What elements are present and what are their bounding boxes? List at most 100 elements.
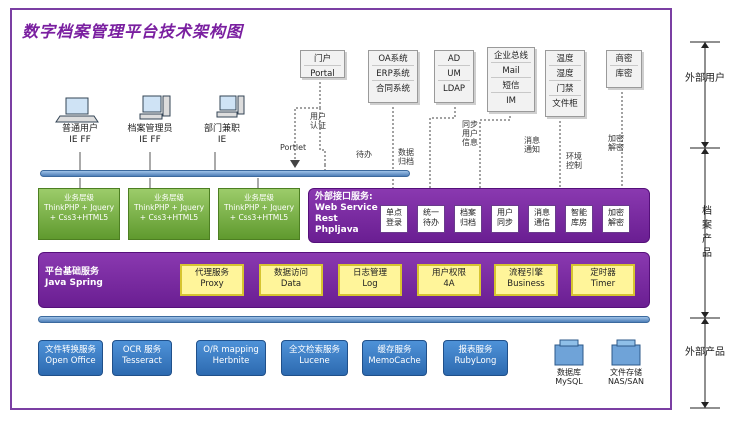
infra-ocr: OCR 服务 Tesseract <box>112 340 172 376</box>
svc-auth: 用户权限 4A <box>417 264 481 296</box>
storage-cn: 数据库 <box>557 368 581 377</box>
storage-cn: 文件存储 <box>610 368 642 377</box>
ext-item-line: 档案 <box>460 208 476 217</box>
client-browser: IE <box>217 135 227 145</box>
ext-item-line: 同步 <box>497 218 513 227</box>
ext-interface-line: Web Service <box>315 203 378 213</box>
side-label-external-users: 外部用户 <box>685 73 725 84</box>
ext-line: LDAP <box>442 84 466 94</box>
infra-cn: OCR 服务 <box>122 345 162 355</box>
infra-en: Open Office <box>45 356 96 366</box>
infra-orm: O/R mapping Herbnite <box>196 340 266 376</box>
ext-item-line: 登录 <box>386 218 402 227</box>
ann-line: 信息 <box>462 138 478 147</box>
app-layer-title: 业务层级 <box>154 193 184 202</box>
ext-oa-erp: OA系统 ERP系统 合同系统 <box>368 50 418 103</box>
ext-item-line: 库房 <box>571 218 587 227</box>
ext-item-line: 加密 <box>608 208 624 217</box>
app-layer-line: ThinkPHP + Jquery <box>223 203 295 212</box>
svc-en: Business <box>507 279 545 289</box>
computer-icons <box>55 95 245 123</box>
client-dept-part-time: 部门兼职 IE <box>196 124 248 146</box>
ext-line: 门禁 <box>549 83 581 96</box>
ann-msg-notify: 消息 通知 <box>524 136 540 154</box>
ext-line: ERP系统 <box>372 68 414 81</box>
infra-report: 报表服务 RubyLong <box>443 340 508 376</box>
ann-data-archive: 数据 归档 <box>398 148 414 166</box>
svc-log: 日志管理 Log <box>338 264 402 296</box>
storage-en: NAS/SAN <box>608 377 644 386</box>
ext-bus: 企业总线 Mail 短信 IM <box>487 47 535 112</box>
ann-line: 数据 <box>398 148 414 157</box>
ann-line: 解密 <box>608 143 624 152</box>
ext-interface-line: Phpljava <box>315 225 359 235</box>
ann-line: 用户 <box>310 112 326 121</box>
ext-item-line: 通信 <box>534 218 550 227</box>
app-layer-line: + Css3+HTML5 <box>229 213 289 222</box>
storage-en: MySQL <box>555 377 583 386</box>
svc-en: Data <box>280 279 302 289</box>
storage-db: 数据库 MySQL <box>546 368 592 386</box>
client-archive-admin: 档案管理员 IE FF <box>118 124 182 146</box>
ext-item-message: 消息 通信 <box>528 205 556 233</box>
ext-interface-line: Rest <box>315 214 338 224</box>
ext-interface-text: 外部接口服务: Web Service Rest Phpljava <box>315 192 378 236</box>
platform-title: 平台基础服务 <box>45 267 100 277</box>
ann-enc-dec: 加密 解密 <box>608 134 624 152</box>
ann-line: 认证 <box>310 121 326 130</box>
app-layer-title: 业务层级 <box>244 193 274 202</box>
infra-en: MemoCache <box>368 356 421 366</box>
ext-line: Mail <box>491 65 531 78</box>
svc-workflow: 流程引擎 Business <box>494 264 558 296</box>
client-name: 档案管理员 <box>127 124 173 134</box>
svc-cn: 定时器 <box>590 268 616 278</box>
ext-env: 温度 湿度 门禁 文件柜 <box>545 50 585 117</box>
ext-line: 商密 <box>610 53 638 66</box>
client-browser: IE FF <box>69 135 91 145</box>
svc-en: Proxy <box>200 279 224 289</box>
infra-en: Tesseract <box>122 356 162 366</box>
ext-item-line: 统一 <box>423 208 439 217</box>
ext-line: UM <box>438 68 470 81</box>
ext-item-line: 待办 <box>423 218 439 227</box>
app-layer-2: 业务层级 ThinkPHP + Jquery + Css3+HTML5 <box>128 188 210 240</box>
app-layer-line: ThinkPHP + Jquery <box>43 203 115 212</box>
side-label-archive-products: 档案产品 <box>702 206 712 259</box>
side-label-external-products: 外部产品 <box>685 347 725 358</box>
svc-cn: 用户权限 <box>431 268 466 278</box>
infra-cn: 报表服务 <box>458 345 493 355</box>
ann-env-control: 环境 控制 <box>566 152 582 170</box>
ext-item-user-sync: 用户 同步 <box>491 205 519 233</box>
ext-line: IM <box>506 96 516 106</box>
platform-subtitle: Java Spring <box>45 278 103 288</box>
ann-user-auth: 用户 认证 <box>310 112 326 130</box>
ext-line: Portal <box>310 69 335 79</box>
svc-data: 数据访问 Data <box>259 264 323 296</box>
client-browser: IE FF <box>139 135 161 145</box>
client-bus-bar <box>40 170 410 177</box>
ext-item-line: 智能 <box>571 208 587 217</box>
ext-item-smart-store: 智能 库房 <box>565 205 593 233</box>
diagram-title: 数字档案管理平台技术架构图 <box>22 22 244 41</box>
ann-line: 归档 <box>398 157 414 166</box>
ext-line: 合同系统 <box>375 84 410 94</box>
svc-cn: 代理服务 <box>194 268 229 278</box>
app-layer-1: 业务层级 ThinkPHP + Jquery + Css3+HTML5 <box>38 188 120 240</box>
ext-line: 短信 <box>491 80 531 93</box>
ann-line: 控制 <box>566 161 582 170</box>
ext-crypto: 商密 库密 <box>606 50 642 88</box>
infra-cn: O/R mapping <box>203 345 259 355</box>
infra-en: Herbnite <box>212 356 250 366</box>
ext-line: 湿度 <box>549 68 581 81</box>
ext-item-line: 解密 <box>608 218 624 227</box>
infra-cn: 全文检索服务 <box>288 345 340 355</box>
ext-item-line: 单点 <box>386 208 402 217</box>
ext-line: 库密 <box>615 69 633 79</box>
svc-en: Log <box>362 279 378 289</box>
app-layer-title: 业务层级 <box>64 193 94 202</box>
ext-line: AD <box>438 53 470 66</box>
svc-timer: 定时器 Timer <box>571 264 635 296</box>
ext-interface-title: 外部接口服务: <box>315 192 373 202</box>
ext-item-archive: 档案 归档 <box>454 205 482 233</box>
